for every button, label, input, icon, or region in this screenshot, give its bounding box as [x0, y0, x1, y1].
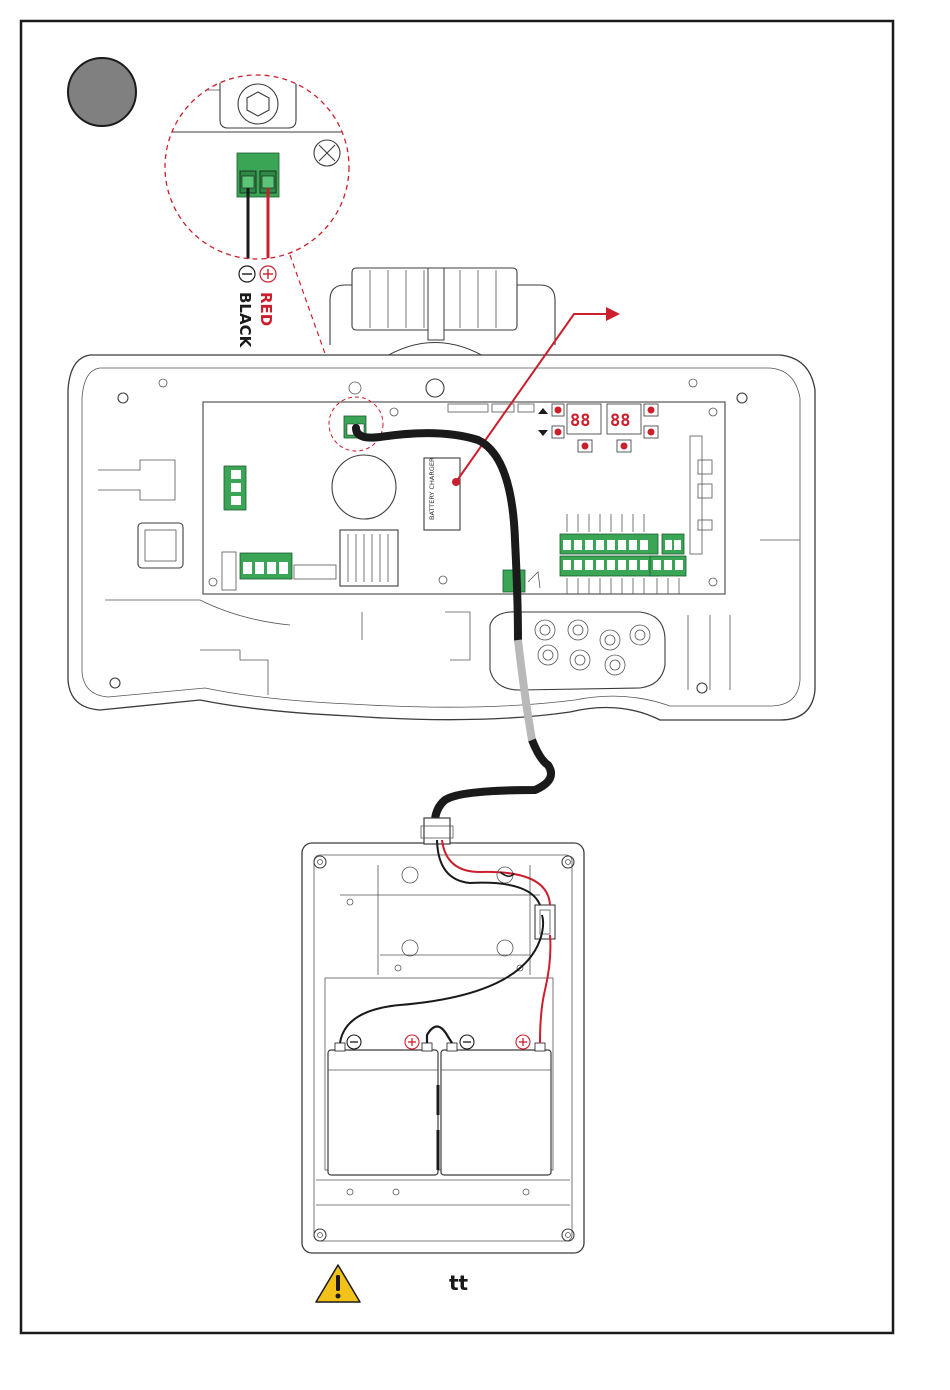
warning-text: tt: [449, 1271, 469, 1295]
battery-box: [302, 818, 584, 1253]
battery-charger-label: BATTERY CHARGER: [428, 457, 436, 520]
display-1: 88: [570, 411, 590, 431]
warning-triangle-icon: [316, 1265, 360, 1302]
black-wire-label: BLACK: [236, 292, 254, 349]
circuit-board: BATTERY CHARGER 88 88: [203, 397, 725, 594]
terminal-detail-zoom: [150, 75, 360, 270]
screw-icon: [314, 140, 340, 166]
warning-notice: tt: [316, 1265, 469, 1302]
battery-right: [441, 1050, 551, 1175]
left-terminal-block: [224, 466, 246, 510]
battery-left: [328, 1050, 438, 1175]
step-badge: [68, 58, 136, 126]
red-wire-label: RED: [257, 292, 275, 326]
battery-terminal-block: [237, 153, 279, 197]
display-2: 88: [610, 411, 630, 431]
terminal-labels: BLACK RED: [236, 266, 276, 349]
